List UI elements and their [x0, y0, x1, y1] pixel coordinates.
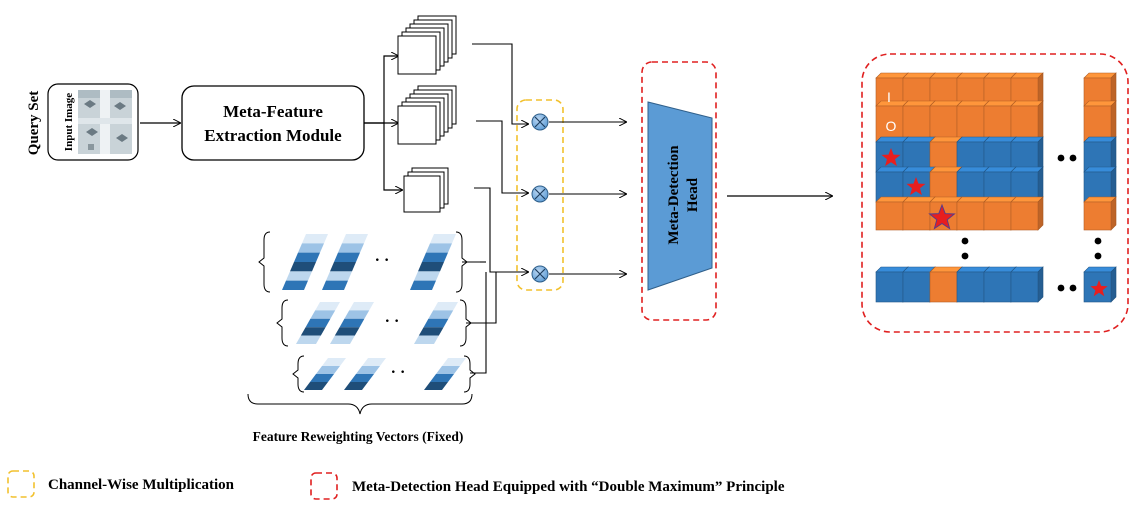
- reweighting-brace-row3-right: [463, 355, 476, 393]
- feature-reweighting-vectors: [258, 231, 476, 393]
- multiply-icon: [531, 113, 549, 131]
- ellipsis-dot: [1069, 154, 1077, 162]
- reweighting-brace: [247, 393, 473, 415]
- reweighting-vector: [304, 358, 346, 390]
- grid-cell: [1083, 196, 1117, 231]
- reweighting-vector: [282, 234, 328, 290]
- feature-map-layer: [397, 35, 437, 75]
- grid-cell: [1010, 100, 1044, 143]
- head-label-line1: Meta-Detection: [666, 145, 682, 245]
- ellipsis-dot: [1057, 154, 1065, 162]
- multiply-icon: [531, 265, 549, 283]
- star-icon: [928, 203, 956, 230]
- reweighting-brace-row1-left: [258, 231, 271, 293]
- reweighting-vector: [322, 234, 368, 290]
- output-score-grid: [875, 72, 1117, 303]
- feature-map-stacks: [397, 15, 457, 213]
- legend-double-max-swatch: [310, 472, 338, 500]
- reweighting-brace-row2-right: [459, 299, 472, 347]
- reweighting-vector: [296, 302, 340, 344]
- legend-channel-wise-swatch: [7, 470, 35, 498]
- ellipsis-dot: [1094, 252, 1102, 260]
- input-image-thumbnail: [78, 90, 132, 154]
- multiply-icon: [531, 185, 549, 203]
- grid-label-o: O: [886, 118, 897, 134]
- meta-detection-head: [647, 101, 713, 291]
- input-image-label: Input Image: [63, 93, 75, 151]
- extractor-line2: Extraction Module: [204, 126, 342, 145]
- ellipsis-dot: [961, 252, 969, 260]
- reweighting-vector: [330, 302, 374, 344]
- meta-feature-extraction-module: [181, 85, 365, 161]
- meta-detection-head-box: [641, 61, 717, 321]
- reweighting-vector: [414, 302, 458, 344]
- reweighting-caption: Feature Reweighting Vectors (Fixed): [253, 429, 464, 444]
- feature-map-layer: [403, 175, 441, 213]
- query-set-label: Query Set: [26, 91, 42, 156]
- reweighting-dots-2: · ·: [385, 313, 400, 330]
- ellipsis-dot: [1069, 284, 1077, 292]
- reweighting-brace-row2-left: [276, 299, 289, 347]
- input-image-card: Input Image: [47, 83, 139, 161]
- legend-double-max-label: Meta-Detection Head Equipped with “Doubl…: [352, 479, 785, 495]
- star-icon: [906, 177, 926, 196]
- extractor-line1: Meta-Feature: [223, 102, 323, 121]
- star-icon: [881, 148, 901, 167]
- reweighting-vector: [344, 358, 386, 390]
- head-label-line2: Head: [685, 177, 701, 212]
- reweighting-dots-3: · ·: [391, 364, 406, 381]
- feature-map-layer: [397, 105, 437, 145]
- channel-wise-box: [516, 99, 564, 291]
- ellipsis-dot: [1094, 237, 1102, 245]
- grid-cell: [1010, 196, 1044, 231]
- reweighting-dots-1: · ·: [375, 252, 390, 269]
- reweighting-vector: [410, 234, 456, 290]
- ellipsis-dot: [1057, 284, 1065, 292]
- ellipsis-dot: [961, 237, 969, 245]
- grid-cell: [1010, 266, 1044, 303]
- legend-channel-wise-label: Channel-Wise Multiplication: [48, 477, 235, 493]
- grid-cell: [1083, 100, 1117, 143]
- star-icon: [1090, 280, 1108, 297]
- double-maximum-region: [861, 53, 1129, 333]
- reweighting-brace-row1-right: [455, 231, 468, 293]
- reweighting-vector: [424, 358, 466, 390]
- grid-label-i: I: [887, 89, 891, 105]
- reweighting-brace-row3-left: [292, 355, 305, 393]
